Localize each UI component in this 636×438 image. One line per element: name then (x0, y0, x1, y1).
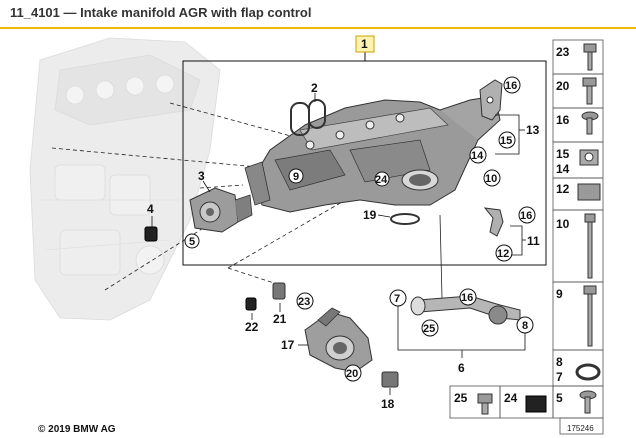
gasket-2[interactable] (290, 99, 326, 136)
callout-15a: 15 (500, 135, 512, 147)
callout-19: 19 (363, 208, 377, 222)
bottom-box-24 (499, 385, 554, 419)
callout-24: 24 (375, 174, 388, 186)
sidebar-8: 8 (556, 355, 563, 369)
title-separator (0, 27, 636, 29)
bracket-11[interactable] (483, 207, 504, 237)
sidebar-12: 12 (556, 182, 570, 196)
clip-14-15[interactable] (579, 149, 599, 166)
callout-4: 4 (147, 202, 154, 216)
flap-actuator-3[interactable] (189, 187, 253, 233)
callout-21: 21 (273, 312, 287, 326)
callout-9: 9 (293, 171, 299, 183)
intake-manifold[interactable] (244, 95, 501, 213)
seal-7-8[interactable] (575, 363, 601, 381)
callout-1-box[interactable] (355, 35, 375, 53)
screw-5[interactable] (579, 390, 597, 414)
sidebar-7: 7 (556, 370, 563, 384)
bolt-25[interactable] (477, 393, 493, 415)
sidebar-9: 9 (556, 287, 563, 301)
callout-6: 6 (458, 361, 465, 375)
callout-20: 20 (346, 368, 358, 380)
image-number-box (559, 417, 604, 435)
sidebar-14: 14 (556, 162, 570, 176)
sensor-21[interactable] (272, 282, 286, 300)
callout-25a: 25 (423, 323, 435, 335)
callout-8a: 8 (522, 320, 528, 332)
bottom-24: 24 (504, 391, 518, 405)
callout-17: 17 (281, 338, 295, 352)
callout-16a: 16 (505, 80, 517, 92)
callout-10: 10 (485, 173, 497, 185)
engine-block-illustration (29, 37, 221, 321)
plug-22[interactable] (245, 297, 257, 311)
callout-23: 23 (298, 296, 310, 308)
callout-3: 3 (198, 169, 205, 183)
callout-16c: 16 (461, 292, 473, 304)
bolt-20[interactable] (582, 77, 597, 105)
bolt-23[interactable] (583, 43, 597, 71)
bolt-9[interactable] (583, 285, 597, 347)
damper-24[interactable] (525, 395, 547, 413)
sidebar-15: 15 (556, 147, 570, 161)
sidebar-23: 23 (556, 45, 570, 59)
callout-12a: 12 (497, 248, 509, 260)
screw-16[interactable] (581, 111, 599, 135)
bracket-13[interactable] (479, 79, 503, 121)
callout-18: 18 (381, 397, 395, 411)
callout-5: 5 (189, 236, 195, 248)
callout-14: 14 (471, 150, 484, 162)
callout-13: 13 (526, 123, 540, 137)
bottom-25: 25 (454, 391, 468, 405)
diagram-title: 11_4101 — Intake manifold AGR with flap … (10, 5, 312, 20)
sidebar-20: 20 (556, 79, 570, 93)
seal-ring-19[interactable] (390, 213, 420, 225)
callout-16b: 16 (520, 210, 532, 222)
callout-11: 11 (527, 234, 540, 248)
callout-22: 22 (245, 320, 259, 334)
connector-4[interactable] (144, 226, 158, 242)
image-number: 175246 (567, 424, 594, 433)
sidebar-10: 10 (556, 217, 570, 231)
stud-10[interactable] (584, 213, 596, 279)
callout-7a: 7 (394, 293, 400, 305)
sidebar-16: 16 (556, 113, 570, 127)
callout-2: 2 (311, 81, 318, 95)
clamp-12[interactable] (577, 183, 601, 201)
sidebar-5: 5 (556, 391, 563, 405)
connector-18[interactable] (381, 371, 399, 388)
egr-pipe-6[interactable] (410, 295, 521, 325)
callout-1: 1 (361, 37, 368, 51)
throttle-body-17[interactable] (304, 307, 373, 373)
copyright-text: © 2019 BMW AG (38, 424, 116, 435)
